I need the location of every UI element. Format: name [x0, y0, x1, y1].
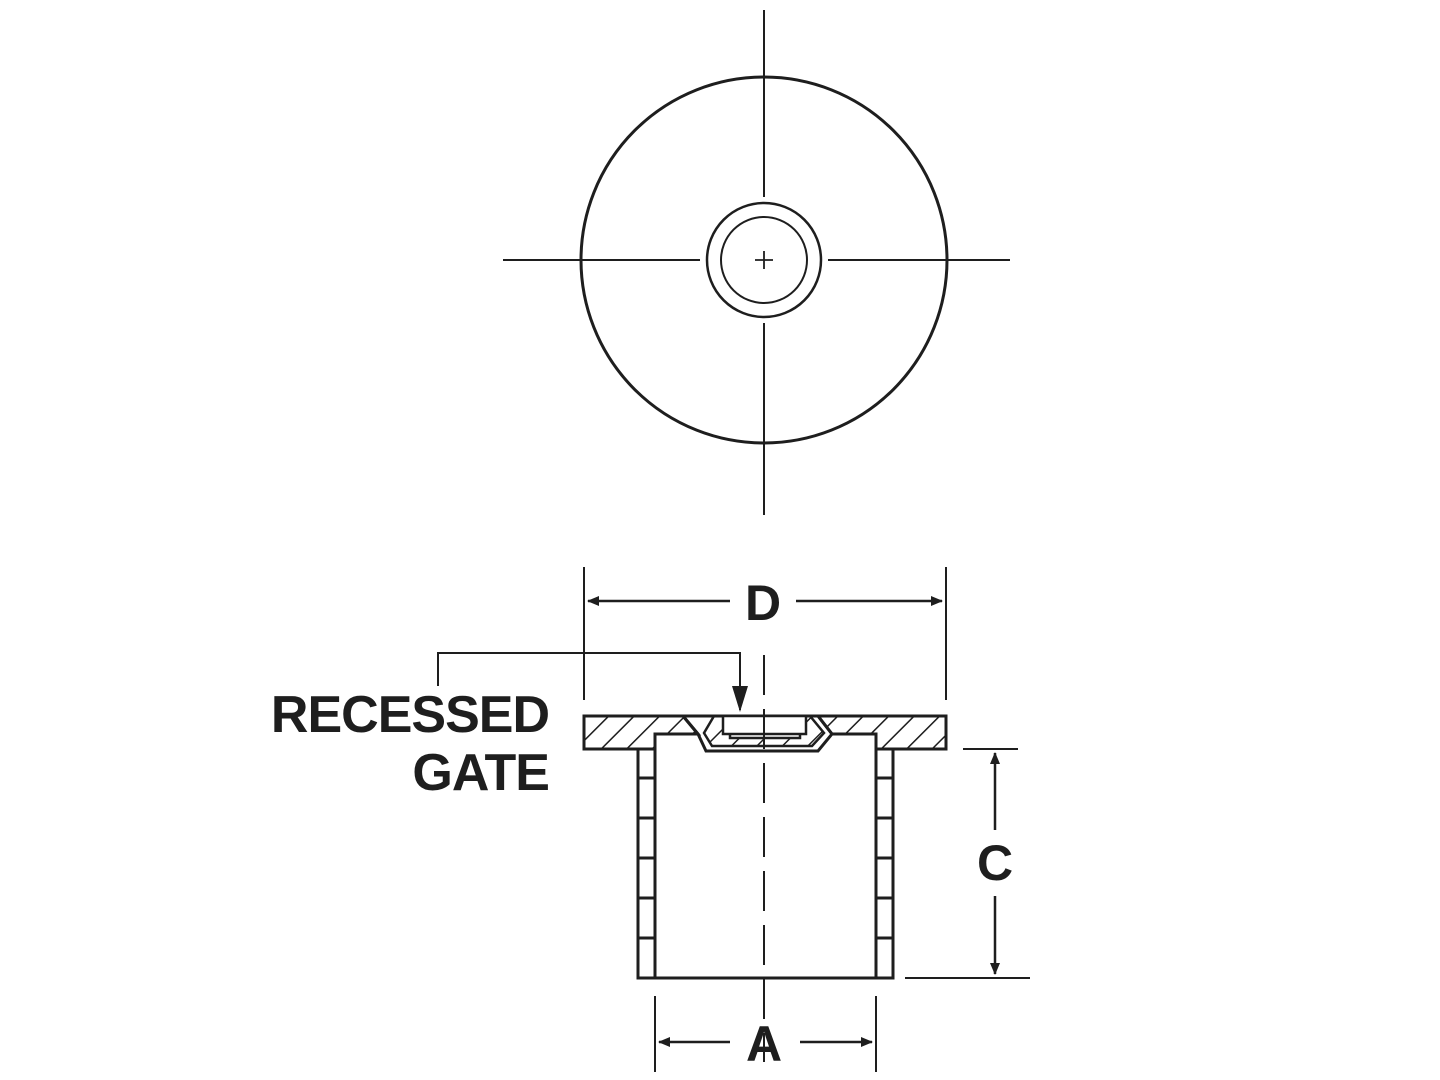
top-view-gate-ring-outer: [705, 201, 823, 319]
left-wall: [636, 747, 657, 980]
leader-line: [437, 652, 741, 710]
left-wall-hatch: [638, 776, 655, 940]
right-wall-hatch: [876, 776, 893, 940]
callout-label-line1: RECESSED: [271, 686, 549, 744]
dimension-d: [583, 567, 947, 700]
right-wall: [874, 747, 895, 980]
dimension-a: [654, 996, 877, 1072]
dim-c-label: C: [977, 835, 1013, 891]
section-view: [582, 655, 948, 1062]
flange-right-section: [814, 714, 948, 751]
flange-left-section: [582, 714, 702, 751]
top-view-gate-ring-inner: [720, 216, 808, 304]
recessed-gate-leader: [437, 652, 741, 710]
dimension-c: [905, 748, 1030, 979]
leader-arrowhead: [732, 686, 748, 712]
callout-label-line2: GATE: [412, 744, 549, 802]
recessed-gate-web: [679, 714, 834, 753]
top-view: [503, 10, 1010, 515]
dim-a-label: A: [746, 1016, 782, 1072]
dim-d-label: D: [745, 575, 781, 631]
